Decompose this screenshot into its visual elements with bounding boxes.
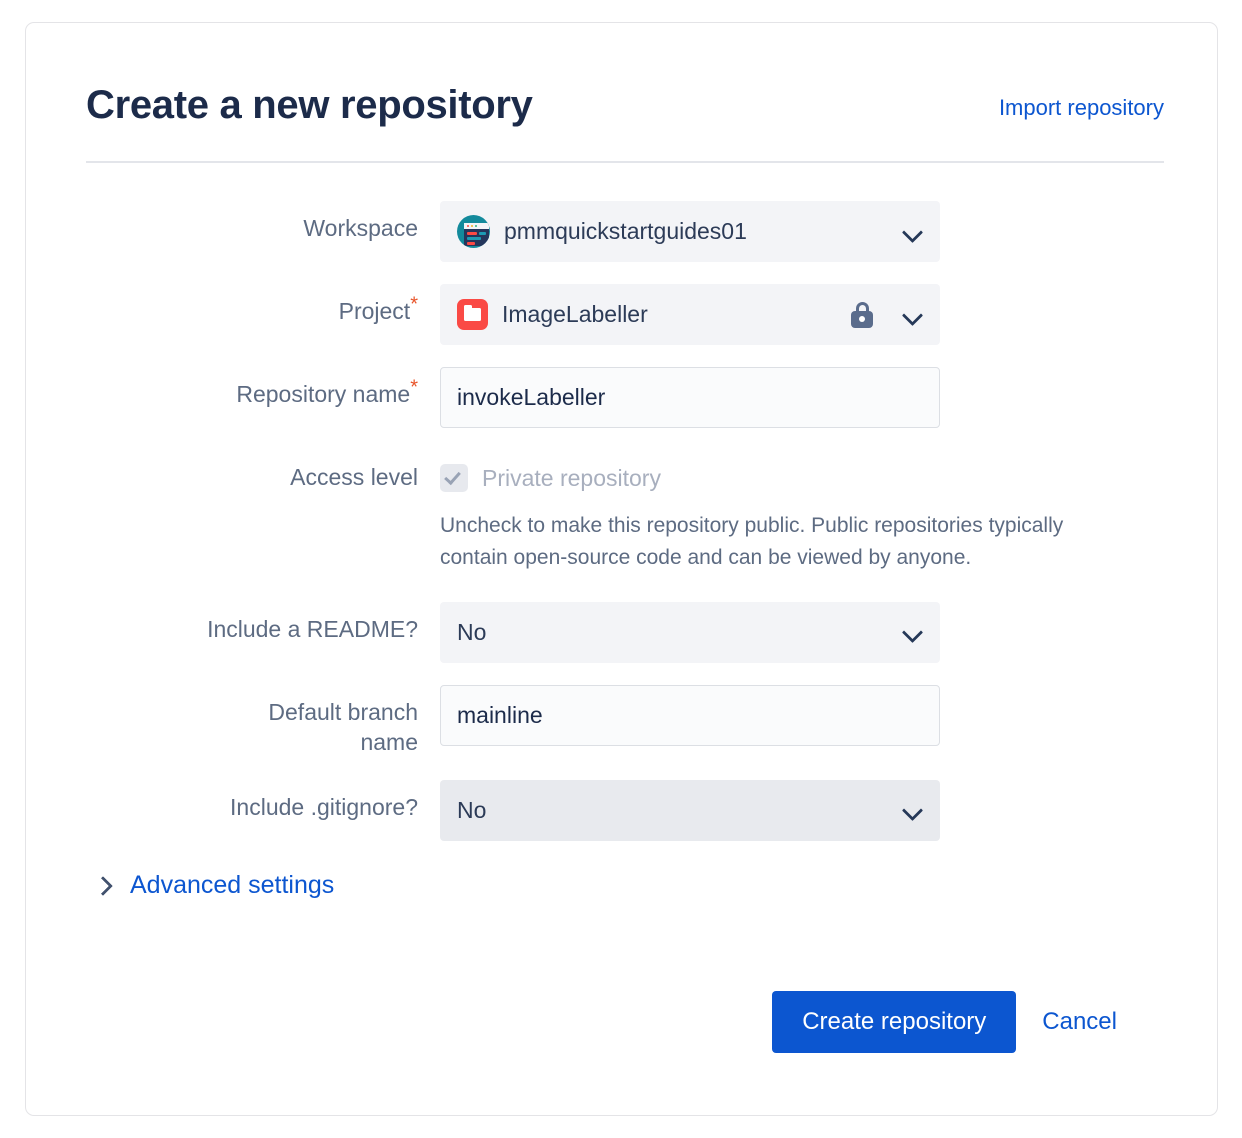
create-repository-button[interactable]: Create repository — [772, 991, 1017, 1053]
project-folder-icon — [457, 299, 488, 330]
access-level-label: Access level — [290, 464, 418, 490]
repository-name-required-marker: * — [410, 376, 418, 399]
cancel-button[interactable]: Cancel — [1020, 991, 1139, 1053]
access-level-group: Private repository Uncheck to make this … — [440, 456, 1120, 574]
include-gitignore-value: No — [457, 796, 487, 823]
include-gitignore-select[interactable]: No — [440, 779, 940, 841]
chevron-right-icon — [94, 876, 112, 894]
repository-name-input[interactable] — [440, 367, 940, 428]
include-gitignore-label: Include .gitignore? — [230, 793, 418, 820]
chevron-down-icon — [903, 622, 923, 642]
workspace-select[interactable]: pmmquickstartguides01 — [440, 201, 940, 262]
advanced-settings-toggle[interactable]: Advanced settings — [86, 871, 334, 900]
private-repository-label: Private repository — [482, 464, 661, 491]
workspace-label: Workspace — [303, 215, 418, 241]
form-row-workspace: Workspace pmm — [86, 201, 1164, 262]
workspace-value: pmmquickstartguides01 — [504, 218, 747, 244]
include-readme-select[interactable]: No — [440, 601, 940, 663]
repository-name-label: Repository name* — [236, 376, 418, 407]
card-header: Create a new repository Import repositor… — [86, 85, 1164, 125]
form-row-include-gitignore: Include .gitignore? No — [86, 779, 1164, 841]
include-readme-label: Include a README? — [207, 615, 418, 642]
default-branch-name-input[interactable] — [440, 684, 940, 746]
form-row-default-branch-name: Default branch name — [86, 684, 1164, 758]
project-label: Project* — [338, 293, 418, 324]
form-row-project: Project* ImageLabeller — [86, 284, 1164, 345]
page-title: Create a new repository — [86, 83, 533, 127]
project-value: ImageLabeller — [502, 301, 648, 327]
form-row-include-readme: Include a README? No — [86, 601, 1164, 663]
form-actions: Create repository Cancel — [772, 991, 1139, 1053]
create-repository-card: Create a new repository Import repositor… — [25, 22, 1218, 1116]
header-divider — [86, 161, 1164, 163]
project-select[interactable]: ImageLabeller — [440, 284, 940, 345]
lock-icon — [849, 301, 875, 329]
repository-form: Workspace pmm — [86, 201, 1164, 900]
private-repository-checkbox-row[interactable]: Private repository — [440, 456, 1120, 496]
import-repository-link[interactable]: Import repository — [998, 95, 1164, 120]
check-icon — [444, 467, 461, 486]
workspace-avatar-icon — [457, 215, 490, 248]
form-row-repository-name: Repository name* — [86, 367, 1164, 428]
default-branch-name-label: Default branch name — [268, 698, 418, 756]
form-row-access-level: Access level Private repository Uncheck … — [86, 456, 1164, 574]
private-repository-checkbox[interactable] — [440, 464, 468, 492]
advanced-settings-label: Advanced settings — [130, 870, 335, 899]
chevron-down-icon — [903, 305, 923, 325]
chevron-down-icon — [903, 222, 923, 242]
chevron-down-icon — [903, 800, 923, 820]
project-required-marker: * — [410, 293, 418, 316]
include-readme-value: No — [457, 618, 487, 645]
access-level-help-text: Uncheck to make this repository public. … — [440, 514, 1064, 569]
